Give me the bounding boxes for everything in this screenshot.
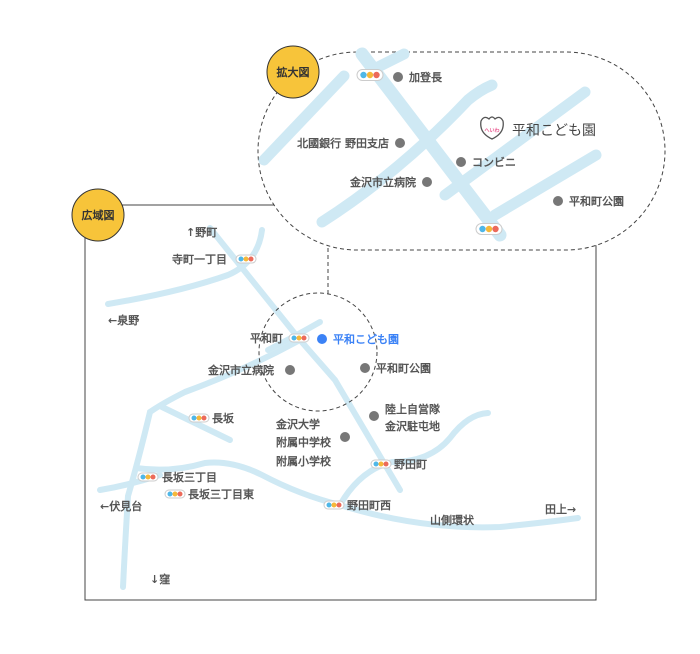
bus-stop-icon — [323, 500, 345, 510]
bus-stop-icon — [188, 413, 210, 423]
zoom-station-north: 加登長 — [408, 70, 443, 84]
dir-north-label: ↑野町 — [186, 226, 217, 239]
wide-badge-label: 広域図 — [82, 208, 115, 222]
landmark-dot-icon — [422, 177, 432, 187]
jsdf-label-2: 金沢駐屯地 — [384, 419, 440, 433]
landmark-dot-icon — [285, 365, 295, 375]
univ-label-2: 附属中学校 — [276, 435, 332, 449]
zoom-park-label: 平和町公園 — [569, 194, 624, 208]
school-marker-icon — [317, 334, 327, 344]
station-nagasaka3: 長坂三丁目 — [162, 470, 217, 484]
univ-label-1: 金沢大学 — [275, 417, 320, 431]
wide-map-badge: 広域図 — [71, 188, 125, 242]
zoom-map-badge: 拡大図 — [266, 45, 320, 99]
station-nodamachi: 野田町 — [394, 458, 427, 471]
landmark-dot-icon — [553, 196, 563, 206]
landmark-dot-icon — [360, 363, 370, 373]
bus-stop-icon — [137, 472, 159, 482]
landmark-dot-icon — [369, 411, 379, 421]
dir-south-label: ↓窪 — [150, 572, 170, 586]
station-heiwamachi: 平和町 — [250, 331, 283, 345]
zoom-area-circle — [258, 292, 378, 412]
bus-stop-icon — [288, 333, 310, 343]
zoom-badge-label: 拡大図 — [277, 65, 310, 79]
landmark-dot-icon — [340, 432, 350, 442]
road-label: 山側環状 — [430, 513, 475, 527]
zoom-bank-label: 北國銀行 野田支店 — [297, 136, 389, 150]
station-teramachi: 寺町一丁目 — [172, 252, 227, 266]
station-nodamachi-nishi: 野田町西 — [347, 499, 391, 512]
bus-stop-icon — [164, 489, 186, 499]
school-logo-text: へいわ — [484, 127, 499, 134]
jsdf-label-1: 陸上自営隊 — [385, 402, 441, 416]
zoom-konbini-label: コンビニ — [472, 155, 516, 169]
school-logo-icon: へいわ — [480, 116, 504, 140]
wide-hospital-label: 金沢市立病院 — [207, 363, 274, 377]
dir-southwest-label: ←伏見台 — [100, 499, 142, 513]
zoom-school-name: 平和こども園 — [512, 123, 596, 139]
bus-stop-icon — [370, 459, 392, 469]
dir-west-label: ←泉野 — [108, 313, 139, 327]
wide-school-label: 平和こども園 — [333, 332, 399, 346]
bus-stop-icon — [235, 254, 257, 264]
dir-east-label: 田上→ — [545, 502, 576, 516]
station-nagasaka3e: 長坂三丁目東 — [188, 487, 255, 501]
zoom-hospital-label: 金沢市立病院 — [349, 175, 416, 189]
station-nagasaka: 長坂 — [212, 411, 235, 425]
landmark-dot-icon — [393, 72, 403, 82]
wide-park-label: 平和町公園 — [376, 361, 431, 375]
univ-label-3: 附属小学校 — [276, 454, 332, 468]
bus-stop-icon — [475, 223, 503, 235]
landmark-dot-icon — [456, 157, 466, 167]
landmark-dot-icon — [395, 138, 405, 148]
zoom-roads — [258, 47, 602, 242]
bus-stop-icon — [356, 69, 384, 81]
